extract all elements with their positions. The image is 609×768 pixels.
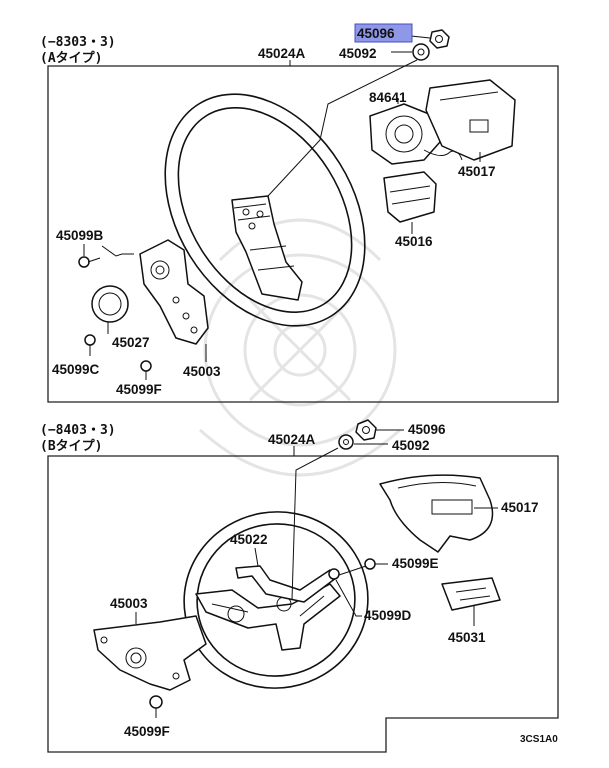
label-45003-a[interactable]: 45003 — [183, 364, 221, 379]
screw-45099B — [78, 256, 101, 268]
label-45099F-a[interactable]: 45099F — [116, 382, 162, 397]
panel-a-header-range: (−8303・3) — [40, 35, 116, 50]
cover-45003-a — [139, 239, 209, 345]
panel-b: (−8403・3) (Bタイプ) — [40, 419, 559, 753]
horn-pad-45017-b — [379, 474, 494, 553]
screw-45099F-b — [149, 695, 163, 718]
label-84641[interactable]: 84641 — [369, 90, 407, 105]
washer-45092-a — [412, 43, 430, 61]
leader-nut-to-hub-b — [291, 447, 339, 601]
label-45099C[interactable]: 45099C — [52, 362, 100, 377]
cover-45003-b — [93, 615, 207, 691]
screw-45099D — [328, 568, 340, 580]
label-45099B[interactable]: 45099B — [56, 228, 104, 243]
screw-45099C — [84, 334, 96, 356]
label-45027[interactable]: 45027 — [112, 335, 150, 350]
label-45024A-a[interactable]: 45024A — [258, 46, 306, 61]
label-45022[interactable]: 45022 — [230, 532, 268, 547]
label-45031[interactable]: 45031 — [448, 630, 486, 645]
nut-45096-b — [355, 419, 377, 441]
label-45092-b[interactable]: 45092 — [392, 438, 430, 453]
label-45099D[interactable]: 45099D — [364, 608, 412, 623]
label-45096-b[interactable]: 45096 — [408, 422, 446, 437]
highlight-45096 — [354, 23, 413, 43]
label-45016[interactable]: 45016 — [395, 234, 433, 249]
panel-b-frame — [47, 455, 559, 753]
ring-45027 — [91, 285, 129, 323]
steering-wheel-b — [183, 511, 369, 689]
label-45092-a[interactable]: 45092 — [339, 46, 377, 61]
pad-45016 — [383, 171, 437, 223]
watermark-emblem — [198, 218, 402, 477]
diagram-code: 3CS1A0 — [520, 734, 558, 745]
screw-45099E — [364, 558, 388, 570]
nut-45096-a — [429, 29, 450, 49]
screw-45099F-a — [140, 360, 152, 380]
panel-a: (−8303・3) (Aタイプ) — [40, 23, 559, 403]
label-45003-b[interactable]: 45003 — [110, 596, 148, 611]
panel-a-frame — [47, 65, 559, 403]
steering-wheel-a — [164, 93, 366, 327]
label-45099E[interactable]: 45099E — [392, 556, 439, 571]
panel-a-header-type: (Aタイプ) — [40, 51, 102, 66]
label-45096-a[interactable]: 45096 — [357, 26, 395, 41]
leader-nut-to-hub-a — [267, 59, 418, 197]
label-45017-a[interactable]: 45017 — [458, 164, 496, 179]
panel-b-header-range: (−8403・3) — [40, 423, 116, 438]
label-45017-b[interactable]: 45017 — [501, 500, 539, 515]
horn-pad-45017-a — [425, 79, 516, 161]
clock-spring-84641 — [369, 103, 463, 165]
label-45024A-b[interactable]: 45024A — [268, 432, 316, 447]
emblem-45031 — [441, 577, 501, 611]
washer-45092-b — [338, 434, 354, 450]
label-45099F-b[interactable]: 45099F — [124, 724, 170, 739]
panel-b-header-type: (Bタイプ) — [40, 439, 102, 454]
